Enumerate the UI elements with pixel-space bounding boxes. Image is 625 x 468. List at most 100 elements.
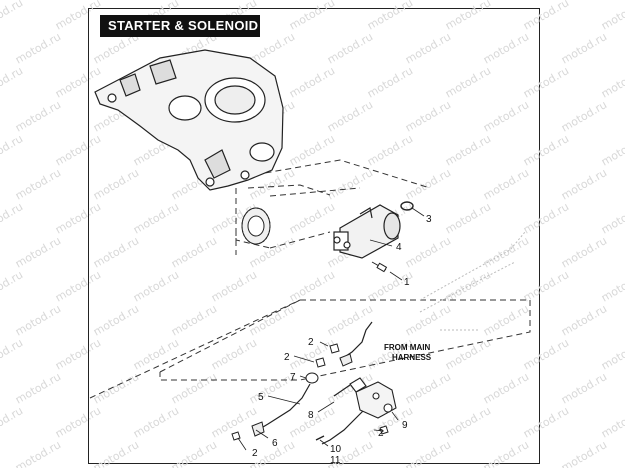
- watermark-text: motod.ru: [403, 438, 453, 468]
- watermark-text: motod.ru: [0, 268, 25, 304]
- diagram-title: STARTER & SOLENOID: [100, 15, 260, 37]
- watermark-text: motod.ru: [13, 302, 63, 338]
- watermark-text: motod.ru: [91, 166, 141, 202]
- watermark-text: motod.ru: [287, 268, 337, 304]
- watermark-text: motod.ru: [443, 404, 493, 440]
- callout-9: 9: [402, 420, 408, 431]
- callout-2c: 2: [252, 448, 258, 459]
- watermark-text: motod.ru: [325, 30, 375, 66]
- watermark-text: motod.ru: [521, 64, 571, 100]
- watermark-text: motod.ru: [53, 404, 103, 440]
- watermark-text: motod.ru: [599, 64, 625, 100]
- watermark-text: motod.ru: [53, 0, 103, 33]
- watermark-text: motod.ru: [481, 370, 531, 406]
- watermark-text: motod.ru: [481, 438, 531, 468]
- small-parts: [231, 343, 389, 441]
- watermark-text: motod.ru: [481, 30, 531, 66]
- watermark-text: motod.ru: [443, 64, 493, 100]
- watermark-text: motod.ru: [13, 166, 63, 202]
- watermark-text: motod.ru: [131, 404, 181, 440]
- watermark-text: motod.ru: [13, 438, 63, 468]
- watermark-text: motod.ru: [91, 302, 141, 338]
- watermark-text: motod.ru: [521, 132, 571, 168]
- watermark-text: motod.ru: [521, 0, 571, 33]
- watermark-text: motod.ru: [325, 302, 375, 338]
- watermark-text: motod.ru: [481, 98, 531, 134]
- watermark-text: motod.ru: [169, 302, 219, 338]
- watermark-text: motod.ru: [443, 268, 493, 304]
- watermark-text: motod.ru: [0, 200, 25, 236]
- watermark-text: motod.ru: [13, 30, 63, 66]
- callout-labels: 1 2 2 2 2 2 3 4 5 6 7 8 9 10 11: [252, 214, 432, 466]
- watermark-text: motod.ru: [599, 200, 625, 236]
- watermark-text: motod.ru: [403, 370, 453, 406]
- callout-2b: 2: [284, 352, 290, 363]
- watermark-text: motod.ru: [91, 234, 141, 270]
- watermark-text: motod.ru: [287, 0, 337, 33]
- watermark-text: motod.ru: [91, 438, 141, 468]
- watermark-text: motod.ru: [287, 132, 337, 168]
- watermark-text: motod.ru: [599, 268, 625, 304]
- watermark-text: motod.ru: [131, 268, 181, 304]
- watermark-text: motod.ru: [209, 268, 259, 304]
- watermark-text: motod.ru: [169, 234, 219, 270]
- watermark-text: motod.ru: [559, 370, 609, 406]
- watermark-text: motod.ru: [325, 166, 375, 202]
- watermark-text: motod.ru: [365, 64, 415, 100]
- watermark-text: motod.ru: [521, 336, 571, 372]
- watermark-text: motod.ru: [559, 234, 609, 270]
- watermark-text: motod.ru: [559, 438, 609, 468]
- assembly-guides: [89, 159, 531, 399]
- callout-1: 1: [404, 277, 410, 288]
- watermark-text: motod.ru: [599, 0, 625, 33]
- callout-8: 8: [308, 410, 314, 421]
- watermark-text: motod.ru: [169, 370, 219, 406]
- watermark-text: motod.ru: [53, 336, 103, 372]
- harness-note-line1: FROM MAIN: [384, 343, 430, 352]
- watermark-text: motod.ru: [481, 166, 531, 202]
- watermark-text: motod.ru: [169, 438, 219, 468]
- watermark-text: motod.ru: [599, 404, 625, 440]
- watermark-text: motod.ru: [599, 336, 625, 372]
- starter-bolt: [371, 261, 388, 273]
- watermark-text: motod.ru: [325, 98, 375, 134]
- watermark-text: motod.ru: [403, 98, 453, 134]
- solenoid-assembly: [349, 377, 397, 419]
- watermark-text: motod.ru: [0, 336, 25, 372]
- harness-note: FROM MAIN HARNESS: [384, 343, 432, 362]
- watermark-text: motod.ru: [443, 336, 493, 372]
- watermark-text: motod.ru: [287, 64, 337, 100]
- watermark-text: motod.ru: [443, 200, 493, 236]
- callout-4: 4: [396, 242, 402, 253]
- watermark-text: motod.ru: [0, 0, 25, 33]
- watermark-text: motod.ru: [559, 166, 609, 202]
- watermark-text: motod.ru: [403, 234, 453, 270]
- leader-lines: [237, 207, 425, 451]
- watermark-text: motod.ru: [0, 64, 25, 100]
- o-ring: [400, 201, 414, 211]
- watermark-text: motod.ru: [559, 98, 609, 134]
- watermark-text: motod.ru: [13, 98, 63, 134]
- watermark-text: motod.ru: [247, 302, 297, 338]
- callout-6: 6: [272, 438, 278, 449]
- diagram-frame: [88, 8, 540, 464]
- callout-7: 7: [290, 372, 296, 383]
- watermark-text: motod.ru: [0, 404, 25, 440]
- watermark-text: motod.ru: [53, 200, 103, 236]
- watermark-text: motod.ru: [365, 0, 415, 33]
- watermark-text: motod.ru: [91, 370, 141, 406]
- watermark-text: motod.ru: [443, 132, 493, 168]
- watermark-text: motod.ru: [53, 268, 103, 304]
- watermark-text: motod.ru: [403, 166, 453, 202]
- crankcase-assembly: [94, 49, 284, 191]
- watermark-text: motod.ru: [521, 268, 571, 304]
- callout-10: 10: [330, 444, 342, 455]
- watermark-text: motod.ru: [521, 200, 571, 236]
- watermark-text: motod.ru: [559, 30, 609, 66]
- callout-2d: 2: [378, 428, 384, 439]
- callout-5: 5: [258, 392, 264, 403]
- watermark-text: motod.ru: [13, 370, 63, 406]
